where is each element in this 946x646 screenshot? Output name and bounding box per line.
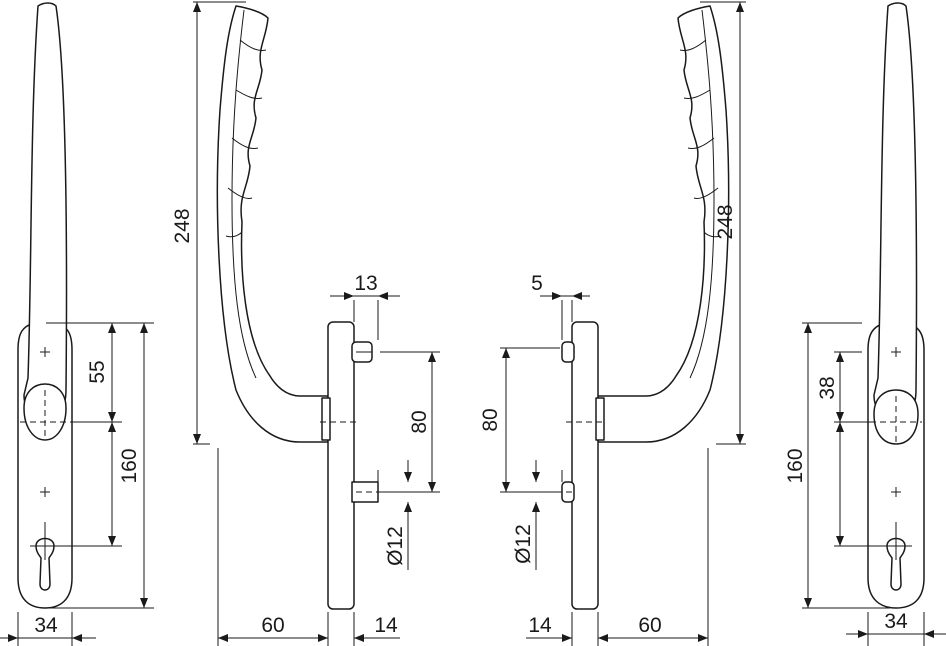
right-front-upper-spacing-label: 38 [816,376,839,399]
right-front-total-spacing-label: 160 [784,448,807,483]
left-side-view: 248 60 14 13 80 Ø12 [171,1,440,646]
screw-mark-top [40,347,50,357]
grip-inner-edge [231,9,257,379]
grip-inner-edge [689,9,715,379]
left-front-upper-spacing-label: 55 [86,360,109,383]
right-side-spindle-offset-label: 5 [531,272,543,295]
backplate-side [327,321,355,610]
backplate-side [571,321,599,610]
right-side-screw-diameter-label: Ø12 [512,524,535,564]
rose-side [321,397,331,441]
screw-top [561,341,575,363]
screw-bottom [536,481,575,503]
handle-lever [873,2,918,423]
left-side-plate-depth-label: 14 [374,614,398,637]
rose-side [595,397,605,441]
screw-top [351,341,373,363]
left-side-projection-label: 60 [261,614,284,637]
right-front-view: 160 38 34 [784,2,946,646]
left-side-spindle-offset-label: 13 [354,272,377,295]
screw-mark-bottom [891,487,901,497]
right-side-screw-spacing-label: 80 [479,408,502,431]
right-side-plate-depth-label: 14 [528,614,552,637]
cylinder-hole [886,537,906,591]
right-side-projection-label: 60 [638,614,661,637]
right-front-width-label: 34 [884,610,908,633]
grip-ridges [679,39,721,238]
right-side-height-label: 248 [714,204,737,239]
screw-mark-top [891,347,901,357]
left-front-total-spacing-label: 160 [118,448,141,483]
left-side-height-label: 248 [171,208,194,243]
screw-mark-bottom [40,487,50,497]
handle-grip [597,5,730,443]
right-side-view: 248 60 14 5 80 Ø12 [479,1,746,646]
left-front-width-label: 34 [34,614,58,637]
left-side-screw-spacing-label: 80 [408,410,431,433]
cylinder-hole [35,537,55,591]
left-front-view: 55 160 34 [0,2,154,646]
handle-lever [23,2,68,423]
left-side-screw-diameter-label: Ø12 [384,526,407,566]
grip-ridges [225,39,267,238]
handle-grip [216,5,329,443]
